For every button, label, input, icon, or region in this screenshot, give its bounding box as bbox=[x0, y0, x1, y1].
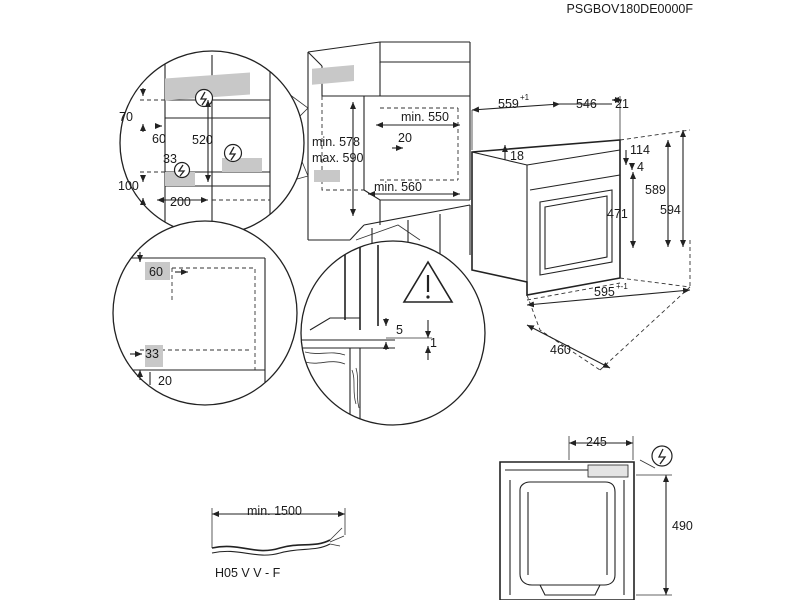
warning-triangle-icon bbox=[402, 260, 454, 303]
back-245: 245 bbox=[586, 435, 607, 449]
cabinet-min-560: min. 560 bbox=[374, 180, 422, 194]
back-490: 490 bbox=[672, 519, 693, 533]
power-plug-icon bbox=[223, 143, 243, 163]
oven-559: 559 bbox=[498, 97, 519, 111]
oven-559-tol: +1 bbox=[520, 93, 530, 102]
oven-18: 18 bbox=[510, 149, 524, 163]
cabinet-min-550: min. 550 bbox=[401, 110, 449, 124]
oven-21: 21 bbox=[615, 97, 629, 111]
cable-type: H05 V V - F bbox=[215, 566, 281, 580]
detail-mc-1: 1 bbox=[430, 336, 437, 350]
oven-114: 114 bbox=[630, 143, 650, 157]
cabinet-max-590: max. 590 bbox=[312, 151, 363, 165]
detail-ml-33: 33 bbox=[145, 347, 159, 361]
oven-589: 589 bbox=[645, 183, 666, 197]
detail-circle-mid-center: 5 1 bbox=[300, 224, 486, 426]
oven-595: 595 bbox=[594, 285, 615, 299]
oven-471: 471 bbox=[607, 207, 628, 221]
oven-546: 546 bbox=[576, 97, 597, 111]
cable-length: min. 1500 bbox=[247, 504, 302, 518]
detail-circle-top-left: 70 60 520 33 100 200 bbox=[118, 50, 309, 236]
cabinet-min-578: min. 578 bbox=[312, 135, 360, 149]
oven-drawing: 559 +1 546 21 114 4 18 471 589 594 595 +… bbox=[471, 93, 691, 371]
oven-595-tol: +-1 bbox=[616, 282, 628, 291]
power-plug-icon bbox=[651, 445, 673, 467]
cabinet-drawing: min. 578 max. 590 min. 550 20 min. 560 bbox=[307, 41, 471, 270]
detail-ml-60: 60 bbox=[149, 265, 163, 279]
detail-mc-5: 5 bbox=[396, 323, 403, 337]
oven-4: 4 bbox=[637, 160, 644, 174]
cabinet-gap-20: 20 bbox=[398, 131, 412, 145]
detail-circle-mid-left: 60 33 20 bbox=[112, 220, 298, 406]
oven-back-view: 245 490 bbox=[499, 435, 693, 600]
model-code: PSGBOV180DE0000F bbox=[567, 2, 694, 16]
cable-drawing: min. 1500 H05 V V - F bbox=[211, 504, 346, 580]
detail-tl-520: 520 bbox=[192, 133, 213, 147]
detail-tl-70: 70 bbox=[119, 110, 133, 124]
oven-460: 460 bbox=[550, 343, 571, 357]
detail-ml-20: 20 bbox=[158, 374, 172, 388]
oven-594: 594 bbox=[660, 203, 681, 217]
power-plug-icon bbox=[173, 161, 191, 179]
power-plug-icon bbox=[194, 88, 214, 108]
detail-tl-200: 200 bbox=[170, 195, 191, 209]
detail-tl-100: 100 bbox=[118, 179, 139, 193]
detail-tl-33: 33 bbox=[163, 152, 177, 166]
detail-tl-60: 60 bbox=[152, 132, 166, 146]
